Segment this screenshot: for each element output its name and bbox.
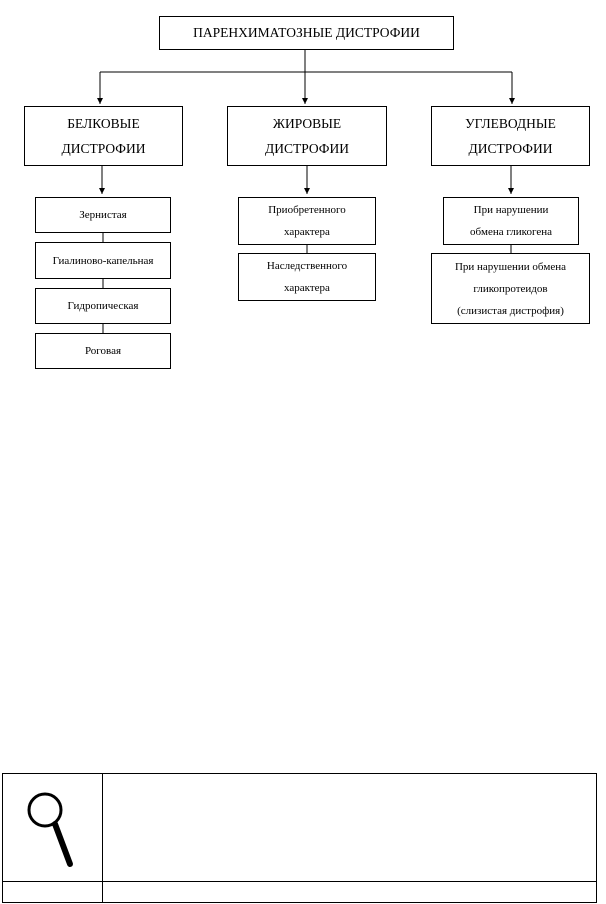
leaf-label: Гидропическая: [67, 300, 139, 312]
category-label-line2: ДИСТРОФИИ: [265, 141, 349, 156]
leaf-gialinovo-kapelnaya: Гиалиново-капельная: [35, 242, 171, 279]
leaf-rogovaya: Роговая: [35, 333, 171, 369]
category-label-line1: БЕЛКОВЫЕ: [67, 116, 140, 131]
note-footer-cell-left: [2, 881, 103, 903]
leaf-label: Гиалиново-капельная: [52, 254, 154, 267]
leaf-label-line1: Приобретенного: [268, 204, 346, 216]
root-box: ПАРЕНХИМАТОЗНЫЕ ДИСТРОФИИ: [159, 16, 454, 50]
category-label-line1: УГЛЕВОДНЫЕ: [465, 116, 556, 131]
leaf-label-line2: гликопротеидов: [473, 282, 548, 295]
magnifier-icon: [27, 792, 73, 867]
leaf-gidropicheskaya: Гидропическая: [35, 288, 171, 324]
category-uglevodnye: УГЛЕВОДНЫЕ ДИСТРОФИИ: [431, 106, 590, 166]
leaf-glikogen: При нарушении обмена гликогена: [443, 197, 579, 245]
leaf-label-line3: (слизистая дистрофия): [457, 304, 564, 317]
leaf-priobretennogo: Приобретенного характера: [238, 197, 376, 245]
leaf-label-line1: При нарушении обмена: [454, 260, 567, 273]
category-label-line1: ЖИРОВЫЕ: [272, 116, 342, 131]
leaf-label: Зернистая: [79, 209, 127, 221]
note-table: [2, 773, 597, 903]
category-label-line2: ДИСТРОФИИ: [61, 141, 146, 156]
leaf-zernistaya: Зернистая: [35, 197, 171, 233]
note-text-cell: [102, 773, 597, 882]
category-zhirovye: ЖИРОВЫЕ ДИСТРОФИИ: [227, 106, 387, 166]
leaf-label: Роговая: [84, 345, 122, 357]
note-icon-cell: [2, 773, 103, 882]
leaf-label-line1: При нарушении: [473, 204, 549, 216]
leaf-label-line2: характера: [284, 226, 330, 238]
note-footer-cell-right: [102, 881, 597, 903]
leaf-nasledstvennogo: Наследственного характера: [238, 253, 376, 301]
leaf-glikoproteidy: При нарушении обмена гликопротеидов (сли…: [431, 253, 590, 324]
category-label-line2: ДИСТРОФИИ: [468, 141, 553, 156]
category-belkovye: БЕЛКОВЫЕ ДИСТРОФИИ: [24, 106, 183, 166]
leaf-label-line2: характера: [284, 282, 330, 294]
leaf-label-line2: обмена гликогена: [470, 226, 552, 238]
leaf-label-line1: Наследственного: [266, 260, 348, 272]
root-label: ПАРЕНХИМАТОЗНЫЕ ДИСТРОФИИ: [193, 25, 420, 40]
